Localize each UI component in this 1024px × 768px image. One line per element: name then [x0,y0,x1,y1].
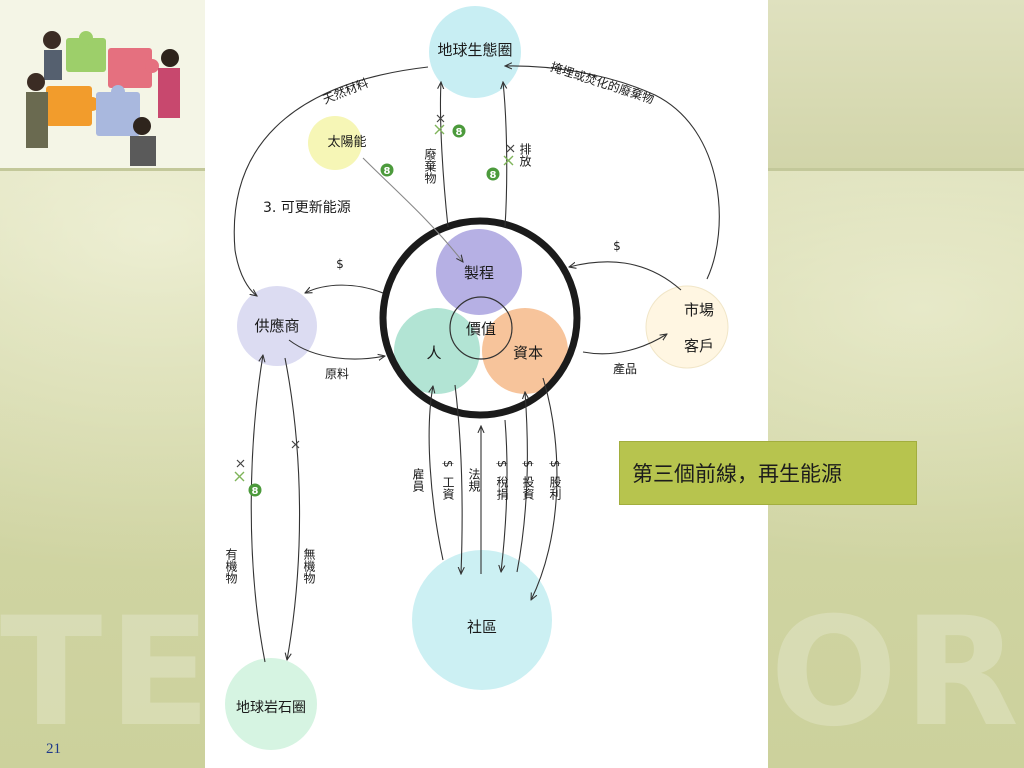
capital-node [482,308,568,394]
value-label: 價值 [466,320,496,338]
customer-label: 客戶 [684,337,714,355]
raw-materials-label: 原料 [325,367,349,381]
capital-label: 資本 [513,344,543,362]
diagram-panel: 8 8 8 8 地球生態圈 太陽能 3. 可更新能源 供應商 製程 價值 人 資… [205,0,768,768]
investment-dollar-label: $ [521,460,535,468]
taxes-dollar-label: $ [495,460,509,468]
wages-dollar-label: $ [441,460,455,468]
dividends-label: 股利 [548,476,562,500]
badge-text: 8 [252,486,259,497]
teamwork-puzzle-illustration [0,0,206,168]
puzzle-people-icon [26,31,180,166]
taxes-label: 稅捐 [495,476,509,500]
people-node [394,308,480,394]
badge-icons [248,124,500,497]
inorganic-label: 無機物 [302,548,316,584]
market-node [645,285,729,369]
lithosphere-label: 地球岩石圈 [236,700,306,716]
community-label: 社區 [467,618,497,636]
renewable-energy-diagram: 8 8 8 8 地球生態圈 太陽能 3. 可更新能源 供應商 製程 價值 人 資… [225,6,729,750]
regulations-label: 法規 [467,468,481,492]
lithosphere-node [225,658,317,750]
process-node [436,229,522,315]
people-label: 人 [426,344,441,362]
watermark-left: TE [0,586,217,760]
market-payment-label: $ [613,239,621,253]
watermark-right: ORK [770,586,1024,760]
organization-ring [379,217,581,419]
sun-node [308,116,362,170]
community-node [412,550,552,690]
badge-text: 8 [384,166,391,177]
badge-text: 8 [456,127,463,138]
page-number: 21 [46,741,61,757]
natural-materials-label: 天然材料 [320,75,370,107]
sun-label: 太陽能 [327,135,366,150]
biosphere-label: 地球生態圈 [437,41,512,59]
blocked-marks [236,114,515,468]
dividends-dollar-label: $ [548,460,562,468]
supplier-label: 供應商 [254,317,299,335]
investment-label: 投資 [521,476,535,500]
landfill-waste-label: 掩埋或焚化的廢棄物 [549,59,656,107]
wages-label: 工資 [441,476,455,500]
waste-label: 廢棄物 [423,148,437,184]
emission-label: 排放 [518,143,532,167]
employees-label: 雇員 [411,468,425,492]
value-ring [449,296,513,360]
renewable-energy-callout: 第三個前線，再生能源 [619,441,917,505]
market-label: 市場 [684,301,714,319]
products-label: 產品 [613,361,637,376]
biosphere-node [429,6,521,98]
green-cross-marks [234,124,514,482]
organic-label: 有機物 [224,548,238,584]
supplier-payment-label: $ [336,257,344,271]
diagram-title: 3. 可更新能源 [263,200,351,216]
process-label: 製程 [464,264,494,282]
badge-text: 8 [490,170,497,181]
